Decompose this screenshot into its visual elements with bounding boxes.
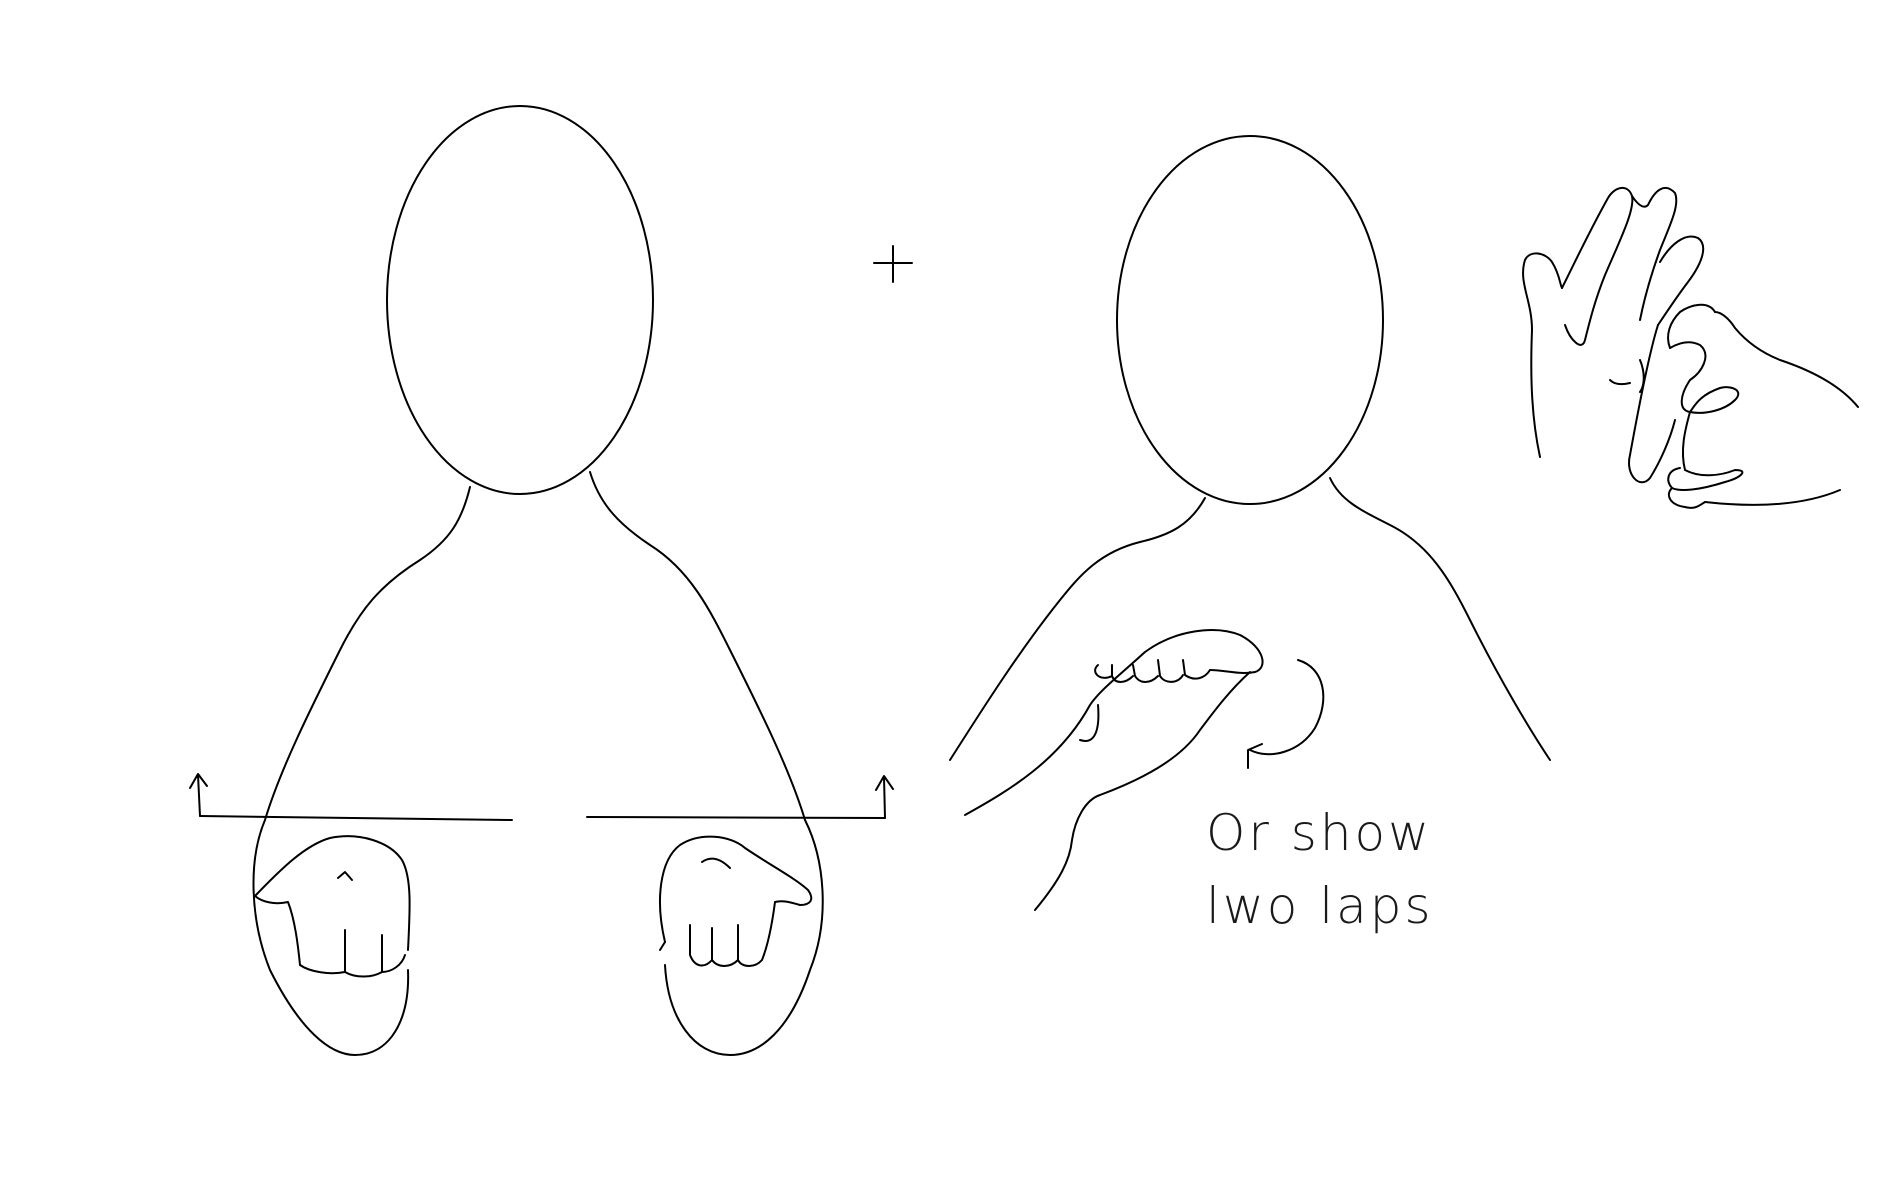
left-figure-left-shoulder xyxy=(264,486,471,821)
right-lap-line xyxy=(586,816,886,819)
plus-icon xyxy=(873,245,913,283)
left-lap-oval xyxy=(252,819,410,1056)
right-lap-oval xyxy=(664,819,824,1056)
right-figure-left-shoulder xyxy=(949,497,1206,761)
note-line-2: lwo laps xyxy=(1206,877,1434,935)
two-hands-detail-icon xyxy=(1522,187,1859,509)
left-lap-line xyxy=(199,815,513,821)
right-fist-hand-icon xyxy=(659,835,813,967)
right-figure xyxy=(949,135,1551,911)
left-fist-hand-icon xyxy=(254,835,411,978)
circular-arrow-icon xyxy=(1247,659,1325,769)
left-up-arrow-icon xyxy=(189,773,208,817)
right-up-arrow-icon xyxy=(875,775,894,819)
left-figure-right-shoulder xyxy=(589,471,806,821)
left-figure-head xyxy=(386,105,654,495)
right-figure-right-shoulder xyxy=(1329,477,1551,761)
chest-hand-icon xyxy=(964,629,1264,911)
note-text: Or show lwo laps xyxy=(1206,804,1434,935)
left-figure xyxy=(189,105,894,1056)
right-figure-head xyxy=(1116,135,1384,505)
note-line-1: Or show xyxy=(1206,804,1432,862)
